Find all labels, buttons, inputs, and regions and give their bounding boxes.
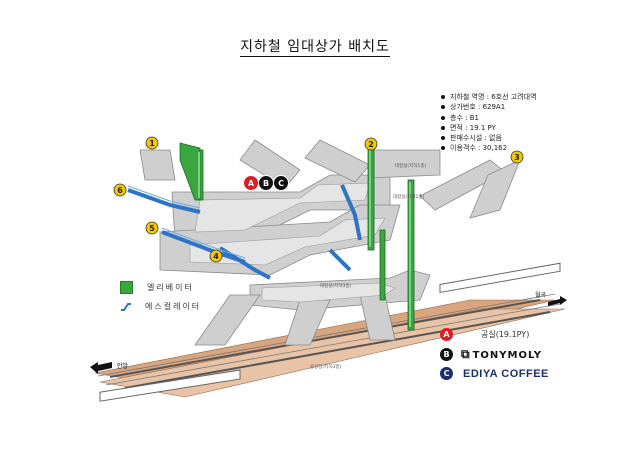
exit-label-6: 6: [117, 186, 123, 195]
escalator-routes-light: [127, 185, 246, 259]
direction-right-label: 월곡: [535, 291, 547, 299]
legend-elevator-label: 엘리베이터: [147, 283, 194, 292]
exit-label-5: 5: [149, 224, 155, 233]
exit-label-2: 2: [368, 140, 374, 149]
exit-badge-3: 3: [510, 150, 524, 164]
direction-right: 월곡: [535, 291, 567, 306]
store-c-badge: C: [440, 367, 453, 380]
exit-label-1: 1: [149, 139, 155, 148]
store-c-label: EDIYA COFFEE: [463, 367, 549, 380]
info-floor: 층수 : B1: [440, 113, 537, 123]
map-badge-c: C: [273, 175, 289, 191]
info-station: 지하철 역명 : 6호선 고려대역: [440, 92, 537, 102]
legend-escalator: 에스컬레이터: [120, 301, 201, 312]
store-a-badge: A: [440, 328, 453, 341]
page-title: 지하철 임대상가 배치도: [240, 39, 390, 57]
store-b-label: TONYMOLY: [472, 350, 543, 361]
exit-badge-5: 5: [145, 221, 159, 235]
store-a-label: 공실(19.1PY): [481, 330, 530, 339]
exit-label-3: 3: [514, 153, 520, 162]
room-label-upper: 대합실(지하2층): [393, 193, 424, 200]
elevator-shafts-light: [198, 147, 411, 327]
exit-badge-4: 4: [209, 249, 223, 263]
tonymoly-logo-icon: ⧉: [461, 347, 471, 361]
info-area: 면적 : 19.1 PY: [440, 123, 537, 133]
info-facility: 판매수시설 : 없음: [440, 133, 537, 143]
store-legend-b: B ⧉TONYMOLY: [440, 347, 542, 362]
direction-left: 안암: [90, 362, 129, 374]
station-info-list: 지하철 역명 : 6호선 고려대역 상가번호 : 629A1 층수 : B1 면…: [440, 92, 537, 154]
info-passengers: 이용객수 : 30,162: [440, 143, 537, 153]
exit-badge-6: 6: [113, 183, 127, 197]
room-label-top: 대합실(지하1층): [395, 162, 426, 169]
legend-escalator-label: 에스컬레이터: [145, 302, 202, 311]
store-badges-on-map: A B C: [243, 175, 289, 191]
elevator-icon: [120, 281, 133, 294]
store-legend-c: C EDIYA COFFEE: [440, 367, 549, 380]
info-store-number: 상가번호 : 629A1: [440, 102, 537, 112]
train-left: [99, 369, 241, 402]
exit-badge-1: 1: [145, 136, 159, 150]
exit-badge-2: 2: [364, 137, 378, 151]
map-badge-a: A: [243, 175, 259, 191]
map-badge-b: B: [258, 175, 274, 191]
train-right: [439, 262, 561, 294]
exit-label-4: 4: [213, 252, 219, 261]
store-b-brand: ⧉TONYMOLY: [461, 347, 542, 362]
direction-left-label: 안암: [117, 362, 129, 370]
room-label-mid: 대합실(지하3층): [320, 282, 351, 289]
escalator-icon: [120, 301, 131, 312]
store-b-badge: B: [440, 348, 453, 361]
concourse-highlight: [189, 182, 396, 303]
platform-label: 승강장(지하3층): [310, 363, 341, 370]
store-legend-a: A 공실(19.1PY): [440, 328, 529, 341]
legend-elevator: 엘리베이터: [120, 281, 194, 294]
